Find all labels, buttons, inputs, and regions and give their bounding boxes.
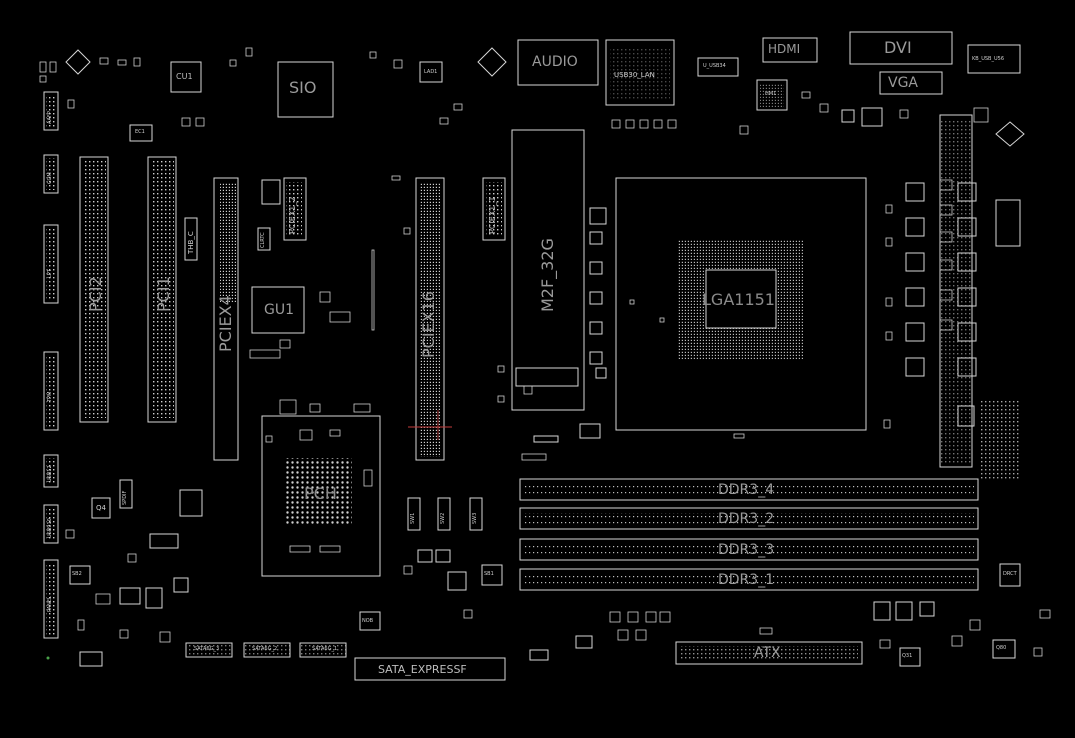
ddr3-1-slot <box>519 568 979 591</box>
usb910-label: USB910 <box>47 518 53 538</box>
clrtc-label: CLRTC <box>260 232 266 248</box>
com-label: COM <box>47 172 53 184</box>
pcie-x16-slot <box>415 177 445 461</box>
usb-small-label: U_USB34 <box>703 63 726 69</box>
usb30-lan-label: USB30_LAN <box>614 71 655 79</box>
tpm-label: TPM <box>47 391 53 402</box>
sio-chip <box>277 61 334 118</box>
gu1-label: GU1 <box>264 302 295 318</box>
sio-label: SIO <box>289 78 317 97</box>
ddr3-3-slot <box>519 538 979 561</box>
lpt-label: LPT <box>47 269 53 278</box>
sata2-label: SATA6G_2 <box>252 646 278 652</box>
ddr3-3-label: DDR3_3 <box>718 542 775 558</box>
q80-label: Q80 <box>996 645 1007 651</box>
ddr3-2-label: DDR3_2 <box>718 511 775 527</box>
thb-c-label: THB_C <box>187 231 195 254</box>
vga-connector <box>879 71 943 95</box>
m2-label: M2F_32G <box>538 238 557 312</box>
hdmi-label: HDMI <box>768 42 801 56</box>
sb1-label: SB1 <box>484 571 494 577</box>
pch-outline <box>261 415 381 577</box>
cu1-chip <box>170 61 202 93</box>
pcie-x4-label: PCIEX4 <box>216 295 235 352</box>
hdmi-connector <box>762 37 818 63</box>
dvi-connector <box>849 31 953 65</box>
nob-label: NOB <box>362 618 374 624</box>
lad1-label: LAD1 <box>424 69 438 75</box>
dvi-label: DVI <box>884 38 912 57</box>
vga-label: VGA <box>888 75 919 91</box>
atx-label: ATX <box>754 645 781 661</box>
sb2-label: SB2 <box>72 571 82 577</box>
sata-express-label: SATA_EXPRESSF <box>378 663 467 676</box>
cpu-socket-label: LGA1151 <box>702 290 775 309</box>
q4-label: Q4 <box>96 504 106 512</box>
pch-label: PCH <box>304 484 337 503</box>
ddr3-2-slot <box>519 507 979 530</box>
q31-label: Q31 <box>902 653 913 659</box>
audio-connector <box>517 39 599 86</box>
pcie-x16-label: PCIEX16 <box>419 291 438 358</box>
sata3-label: SATA6G_3 <box>194 646 220 652</box>
pci2-label: PCI2 <box>86 276 105 312</box>
pci2-slot <box>79 156 109 423</box>
atx-connector <box>675 641 863 665</box>
cu1-label: CU1 <box>176 72 193 81</box>
aafp-label: AAFP <box>47 111 53 124</box>
pcie-x1-2-label: PCIEX1_2 <box>288 196 297 234</box>
sw3-label: SW3 <box>472 512 478 524</box>
ddr3-1-label: DDR3_1 <box>718 572 775 588</box>
ddr3-4-label: DDR3_4 <box>718 482 775 498</box>
sw1-label: SW1 <box>410 512 416 524</box>
cpu-socket <box>615 177 867 431</box>
pci1-slot <box>147 156 177 423</box>
ec1-label: EC1 <box>135 129 145 135</box>
drct-label: DRCT <box>1003 571 1017 577</box>
ddr3-4-slot <box>519 478 979 501</box>
pcie-x1-1-label: PCIEX1_1 <box>488 196 497 234</box>
usb12-label: USB12 <box>47 465 53 482</box>
sw2-label: SW2 <box>440 512 446 524</box>
pcie-x4-slot <box>213 177 239 461</box>
m2-slot <box>511 129 585 411</box>
gu1-chip <box>251 286 305 334</box>
spdif-label: SPDIF <box>122 490 128 505</box>
hm1-label: HM1 <box>765 91 777 97</box>
pci1-label: PCI1 <box>154 276 173 312</box>
sata1-label: SATA6G_1 <box>312 646 338 652</box>
audio-label: AUDIO <box>532 54 578 70</box>
usb-right-label: KB_USB_U56 <box>972 56 1004 62</box>
sata-express-connector <box>354 657 506 681</box>
panel-label: PANEL <box>47 596 53 612</box>
